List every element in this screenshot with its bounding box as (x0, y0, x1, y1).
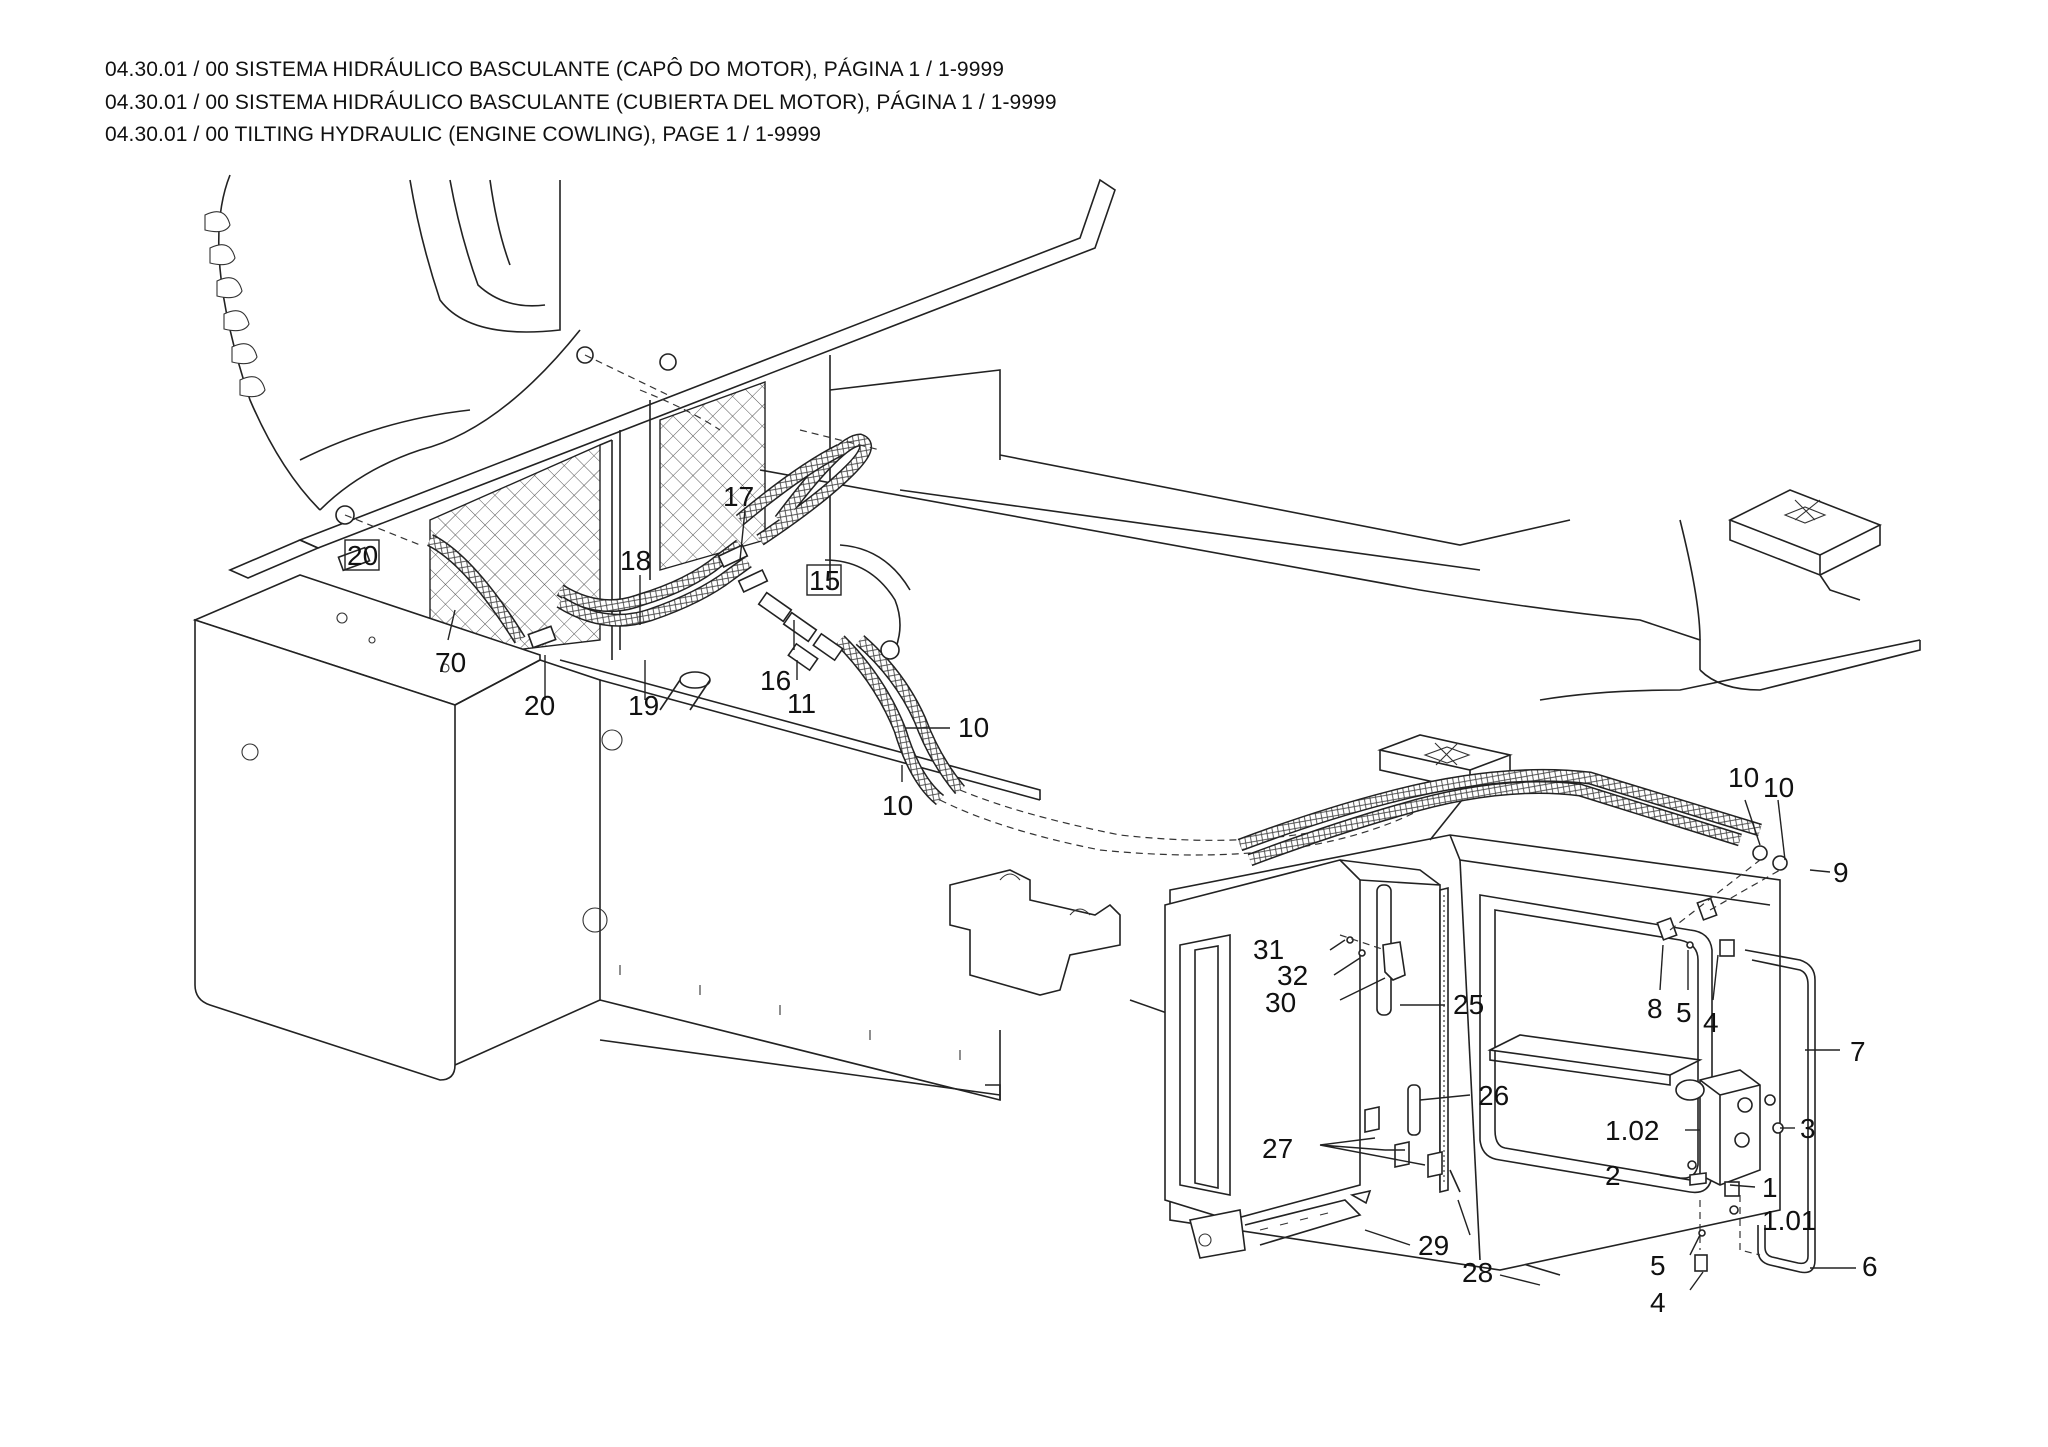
callout-10-right-a: 10 (1728, 762, 1759, 793)
callout-10-low: 10 (882, 790, 913, 821)
callout-5-top: 5 (1676, 997, 1692, 1028)
header-line-portuguese: 04.30.01 / 00 SISTEMA HIDRÁULICO BASCULA… (105, 58, 1005, 81)
engine-housing-block (192, 574, 623, 1081)
header-line-english: 04.30.01 / 00 TILTING HYDRAULIC (ENGINE … (105, 123, 822, 146)
callout-27: 27 (1262, 1133, 1293, 1164)
callout-1-02: 1.02 (1605, 1115, 1660, 1146)
callout-20-top: 20 (347, 540, 378, 571)
callout-29: 29 (1418, 1230, 1449, 1261)
callout-6: 6 (1862, 1251, 1878, 1282)
callout-31: 31 (1253, 934, 1284, 965)
side-door-panel (1164, 859, 1449, 1259)
chassis-frame (559, 369, 1921, 1276)
callout-18: 18 (620, 545, 651, 576)
callout-5-bottom: 5 (1650, 1250, 1666, 1281)
callout-3: 3 (1800, 1113, 1816, 1144)
callout-20-bottom: 20 (524, 690, 555, 721)
callout-28: 28 (1462, 1257, 1493, 1288)
callout-15: 15 (809, 565, 840, 596)
callout-labels: 17 20 18 15 70 16 11 20 19 10 10 10 10 9… (347, 481, 1878, 1318)
callout-8: 8 (1647, 993, 1663, 1024)
fittings (335, 346, 1816, 1274)
header-line-spanish: 04.30.01 / 00 SISTEMA HIDRÁULICO BASCULA… (105, 91, 1057, 114)
callout-10-mid: 10 (958, 712, 989, 743)
callout-7: 7 (1850, 1036, 1866, 1067)
hydraulic-hoses (426, 389, 1762, 867)
callout-70: 70 (435, 647, 466, 678)
callout-2: 2 (1605, 1160, 1621, 1191)
callout-1: 1 (1762, 1172, 1778, 1203)
callout-30: 30 (1265, 987, 1296, 1018)
callout-4-top: 4 (1703, 1007, 1719, 1038)
leader-lines (344, 509, 1856, 1291)
callout-17: 17 (723, 481, 754, 512)
callout-25: 25 (1453, 989, 1484, 1020)
callout-19: 19 (628, 690, 659, 721)
engine-cowling (204, 174, 1116, 579)
callout-32: 32 (1277, 960, 1308, 991)
callout-4-bottom: 4 (1650, 1287, 1666, 1318)
callout-10-right-b: 10 (1763, 772, 1794, 803)
callout-16: 16 (760, 665, 791, 696)
callout-1-01: 1.01 (1762, 1205, 1817, 1236)
callout-26: 26 (1478, 1080, 1509, 1111)
callout-9: 9 (1833, 857, 1849, 888)
callout-11: 11 (787, 688, 816, 719)
